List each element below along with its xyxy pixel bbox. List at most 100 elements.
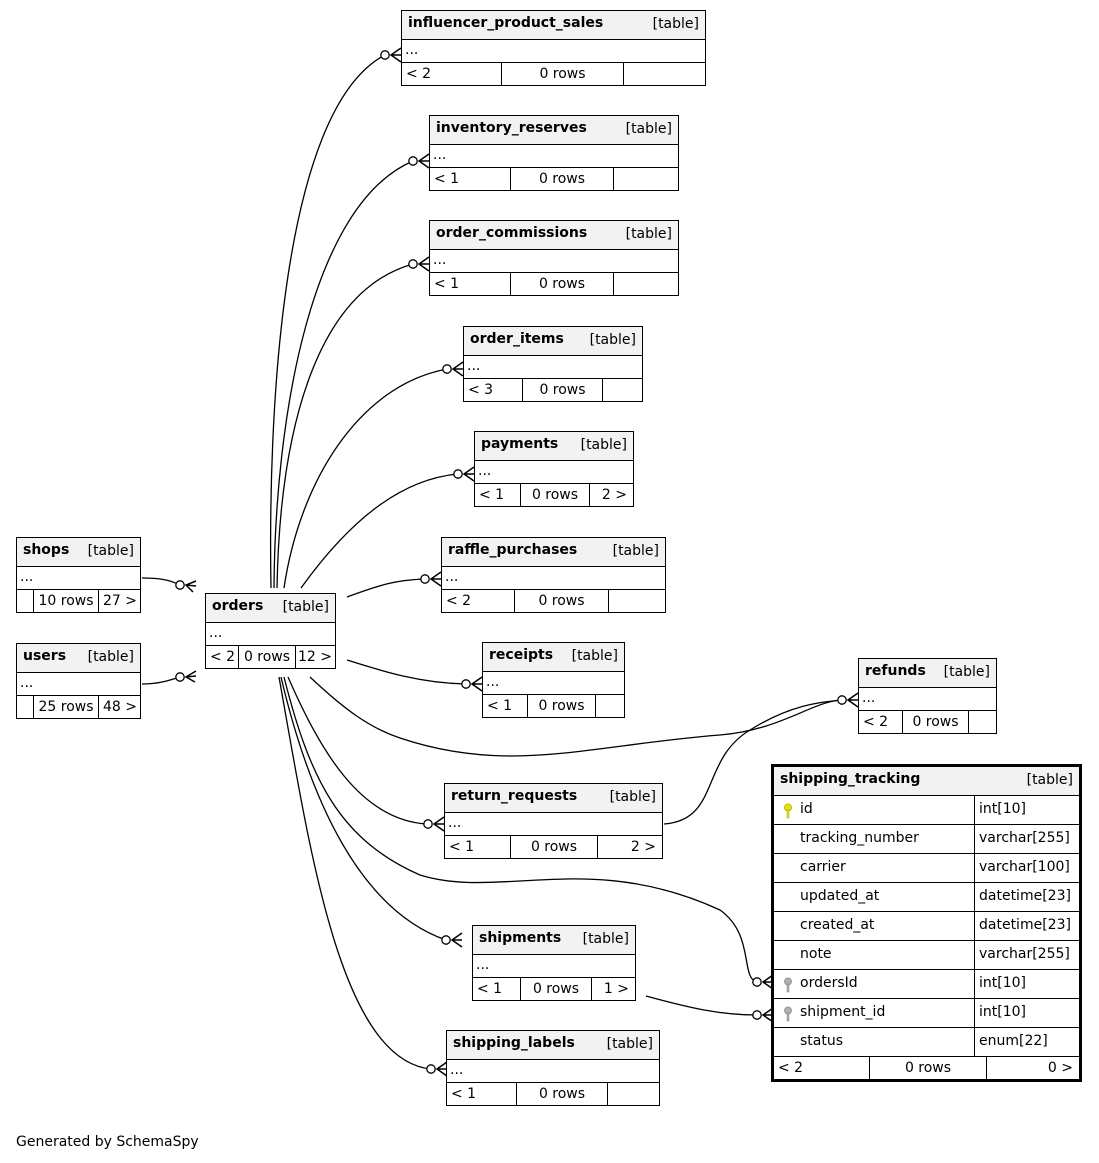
column-row[interactable]: tracking_number varchar[255] — [774, 825, 1079, 854]
table-name[interactable]: return_requests — [451, 788, 578, 804]
edge-orders-shipping_tracking — [283, 676, 758, 983]
column-row[interactable]: ordersId int[10] — [774, 970, 1079, 999]
children-count[interactable] — [613, 168, 678, 190]
parents-count[interactable]: < 1 — [475, 484, 521, 506]
table-name[interactable]: users — [23, 648, 67, 664]
children-count[interactable]: 27 > — [98, 590, 140, 612]
table-name[interactable]: orders — [212, 598, 264, 614]
children-count[interactable]: 2 > — [597, 836, 662, 858]
table-type: [table] — [282, 599, 329, 615]
children-count[interactable]: 2 > — [589, 484, 633, 506]
column-type: enum[22] — [979, 1033, 1048, 1049]
parents-count[interactable]: < 1 — [447, 1083, 517, 1105]
table-name[interactable]: shops — [23, 542, 70, 558]
children-count[interactable]: 12 > — [295, 646, 335, 668]
columns-ellipsis: ... — [473, 955, 635, 978]
parents-count[interactable] — [17, 696, 34, 718]
children-count[interactable] — [623, 63, 705, 85]
table-order_commissions[interactable]: order_commissions [table] ... < 1 0 rows — [429, 220, 679, 296]
table-name[interactable]: order_commissions — [436, 225, 588, 241]
children-count[interactable] — [608, 590, 665, 612]
table-users[interactable]: users [table] ... 25 rows 48 > — [16, 643, 141, 719]
children-count[interactable] — [602, 379, 642, 401]
table-shops[interactable]: shops [table] ... 10 rows 27 > — [16, 537, 141, 613]
row-count: 0 rows — [531, 487, 579, 503]
row-count: 0 rows — [538, 276, 586, 292]
parents-count[interactable]: < 1 — [473, 978, 521, 1000]
parents-count[interactable]: < 2 — [859, 711, 903, 733]
column-row[interactable]: status enum[22] — [774, 1028, 1079, 1057]
children-count[interactable] — [607, 1083, 659, 1105]
table-name[interactable]: receipts — [489, 647, 554, 663]
table-name[interactable]: payments — [481, 436, 559, 452]
row-count: 10 rows — [38, 593, 94, 609]
table-footer: < 1 0 rows 2 > — [475, 484, 633, 506]
column-row[interactable]: updated_at datetime[23] — [774, 883, 1079, 912]
column-row[interactable]: created_at datetime[23] — [774, 912, 1079, 941]
parents-count[interactable]: < 3 — [464, 379, 523, 401]
table-receipts[interactable]: receipts [table] ... < 1 0 rows — [482, 642, 625, 718]
table-footer: < 2 0 rows — [859, 711, 996, 733]
table-shipping_labels[interactable]: shipping_labels [table] ... < 1 0 rows — [446, 1030, 660, 1106]
column-row[interactable]: id int[10] — [774, 796, 1079, 825]
table-name[interactable]: shipments — [479, 930, 562, 946]
table-name[interactable]: raffle_purchases — [448, 542, 578, 558]
table-footer: < 2 0 rows — [402, 63, 705, 85]
table-refunds[interactable]: refunds [table] ... < 2 0 rows — [858, 658, 997, 734]
parents-count[interactable]: < 2 — [442, 590, 515, 612]
foreign-key-icon — [784, 1006, 792, 1022]
table-name[interactable]: refunds — [865, 663, 926, 679]
table-name[interactable]: shipping_tracking — [780, 771, 921, 787]
parents-count[interactable]: < 1 — [483, 695, 528, 717]
generated-by-footer[interactable]: Generated by SchemaSpy — [16, 1134, 199, 1150]
parents-count[interactable]: < 2 — [402, 63, 502, 85]
row-count: 0 rows — [538, 1086, 586, 1102]
children-count[interactable]: 0 > — [986, 1057, 1079, 1079]
table-type: [table] — [580, 437, 627, 453]
table-type: [table] — [625, 121, 672, 137]
table-type: [table] — [589, 332, 636, 348]
column-row[interactable]: note varchar[255] — [774, 941, 1079, 970]
row-count: 0 rows — [904, 1060, 952, 1076]
edge-orders-shipping_labels — [278, 676, 432, 1070]
edge-orders-order_commissions — [276, 263, 414, 589]
children-count[interactable]: 1 > — [591, 978, 635, 1000]
parents-count[interactable]: < 2 — [206, 646, 239, 668]
table-payments[interactable]: payments [table] ... < 1 0 rows 2 > — [474, 431, 634, 507]
table-header: shops [table] — [17, 538, 140, 567]
table-order_items[interactable]: order_items [table] ... < 3 0 rows — [463, 326, 643, 402]
children-count[interactable] — [613, 273, 678, 295]
parents-count[interactable] — [17, 590, 34, 612]
table-name[interactable]: influencer_product_sales — [408, 15, 604, 31]
table-type: [table] — [612, 543, 659, 559]
children-count[interactable] — [968, 711, 996, 733]
columns-ellipsis: ... — [17, 673, 140, 696]
parents-count[interactable]: < 2 — [774, 1057, 870, 1079]
table-shipping_tracking[interactable]: shipping_tracking [table] id int[10] tra… — [771, 764, 1082, 1082]
table-name[interactable]: order_items — [470, 331, 564, 347]
children-count[interactable] — [595, 695, 624, 717]
table-type: [table] — [1026, 772, 1073, 788]
table-name[interactable]: inventory_reserves — [436, 120, 587, 136]
edge-orders-influencer_product_sales — [269, 54, 386, 589]
column-name-cell: ordersId — [774, 970, 975, 998]
table-influencer_product_sales[interactable]: influencer_product_sales [table] ... < 2… — [401, 10, 706, 86]
edge-users-orders — [141, 676, 181, 685]
column-row[interactable]: shipment_id int[10] — [774, 999, 1079, 1028]
column-row[interactable]: carrier varchar[100] — [774, 854, 1079, 883]
parents-count[interactable]: < 1 — [430, 273, 511, 295]
column-type: int[10] — [979, 801, 1026, 817]
row-count: 0 rows — [243, 649, 291, 665]
columns-ellipsis: ... — [430, 250, 678, 273]
table-footer: 25 rows 48 > — [17, 696, 140, 718]
parents-count[interactable]: < 1 — [445, 836, 511, 858]
table-return_requests[interactable]: return_requests [table] ... < 1 0 rows 2… — [444, 783, 663, 859]
table-name[interactable]: shipping_labels — [453, 1035, 575, 1051]
table-inventory_reserves[interactable]: inventory_reserves [table] ... < 1 0 row… — [429, 115, 679, 191]
children-count[interactable]: 48 > — [98, 696, 140, 718]
table-raffle_purchases[interactable]: raffle_purchases [table] ... < 2 0 rows — [441, 537, 666, 613]
table-orders[interactable]: orders [table] ... < 2 0 rows 12 > — [205, 593, 336, 669]
parents-count[interactable]: < 1 — [430, 168, 511, 190]
table-shipments[interactable]: shipments [table] ... < 1 0 rows 1 > — [472, 925, 636, 1001]
